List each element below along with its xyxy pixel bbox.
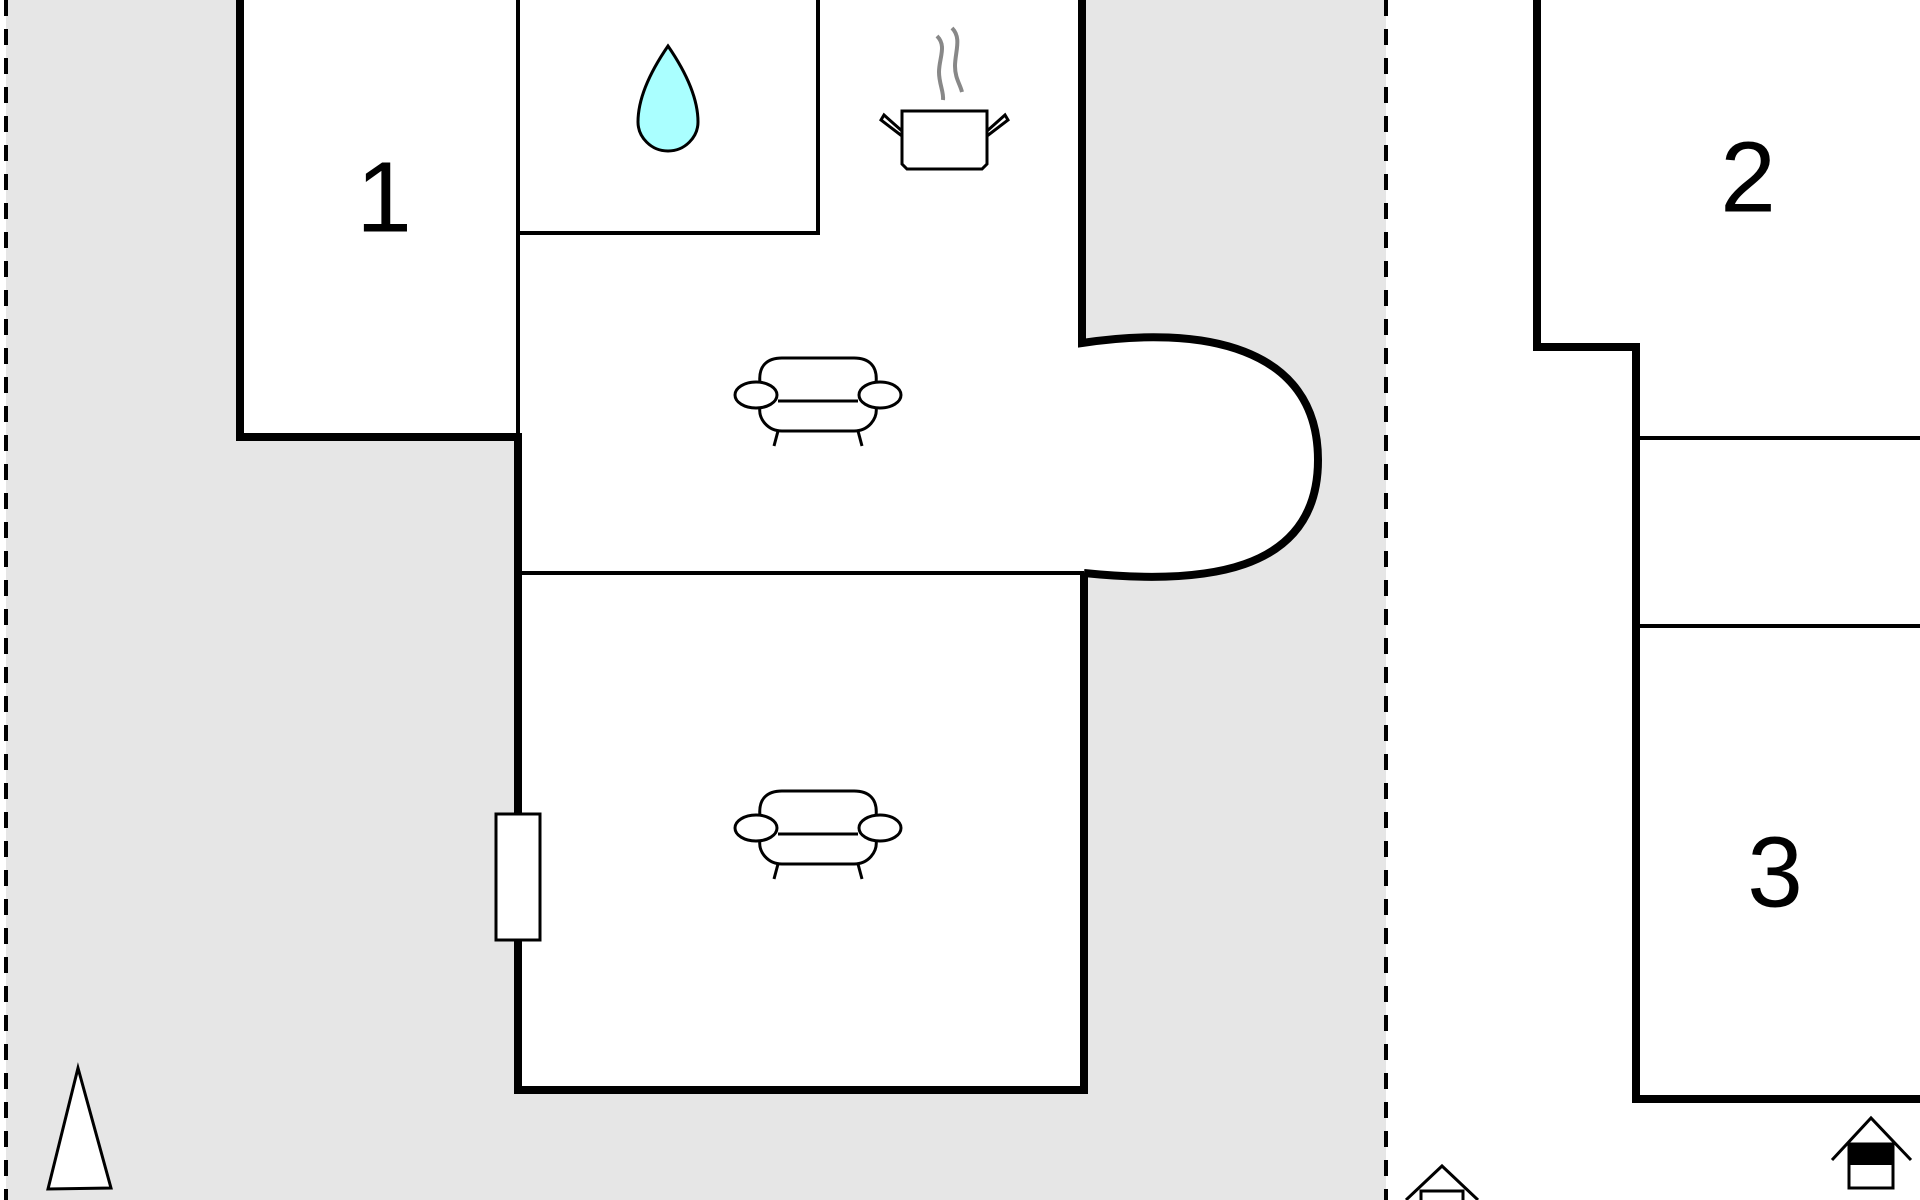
right-floor: 2 3	[1533, 0, 1920, 1103]
water-drop-icon	[636, 43, 700, 153]
room-2-label: 2	[1720, 121, 1776, 233]
bathroom-wall	[518, 0, 820, 235]
house-floor-icon	[1830, 1115, 1913, 1190]
room-3-label: 3	[1747, 816, 1803, 928]
cooking-pot-icon	[879, 26, 1010, 171]
sofa-icon	[733, 789, 903, 880]
sofa-icon	[733, 356, 903, 447]
left-floor: 1	[236, 0, 1323, 1094]
door-marker	[494, 812, 542, 942]
left-floor-fill	[240, 0, 1318, 1090]
rounded-bay-wall	[1078, 0, 1323, 581]
room-1-label: 1	[356, 141, 412, 253]
right-floor-outer-wall	[1533, 0, 1920, 1103]
entrance-icon	[1404, 1163, 1480, 1200]
left-floor-outer-wall	[236, 0, 1088, 1094]
north-arrow-icon	[46, 1062, 113, 1191]
